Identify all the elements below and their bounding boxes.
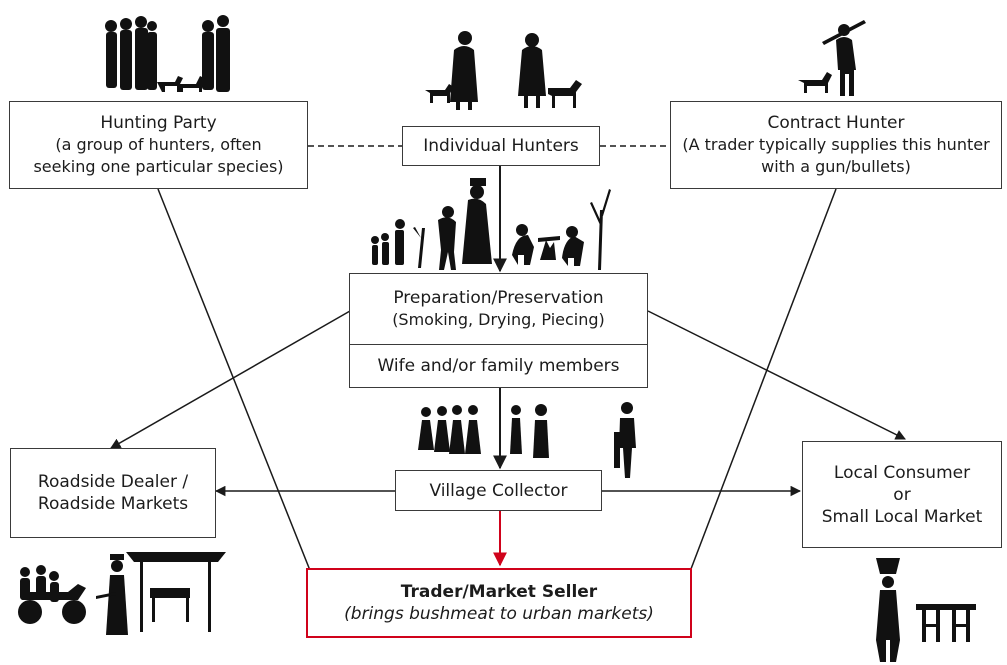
preparation-methods: (Smoking, Drying, Piecing) xyxy=(392,310,605,329)
woman-carrying-load-silhouette xyxy=(876,558,900,662)
hunting-party-desc-2: seeking one particular species) xyxy=(33,157,284,176)
preparation-title: Preparation/Preservation xyxy=(393,288,604,308)
contract-hunter-desc-1: (A trader typically supplies this hunter xyxy=(682,135,990,154)
village-collector-title: Village Collector xyxy=(429,480,568,501)
preparation-family: Wife and/or family members xyxy=(377,356,620,376)
hunting-party-desc-1: (a group of hunters, often xyxy=(55,135,262,154)
local-consumer-line-3: Small Local Market xyxy=(821,506,983,527)
hunters-with-dogs-silhouette xyxy=(105,15,230,92)
market-stall-silhouette xyxy=(96,552,226,635)
roadside-line-1: Roadside Dealer / xyxy=(37,472,189,492)
individual-hunters-box: Individual Hunters xyxy=(402,126,600,166)
trader-subtitle: (brings bushmeat to urban markets) xyxy=(344,604,654,624)
local-consumer-line-1: Local Consumer xyxy=(833,462,971,483)
women-and-children-silhouette xyxy=(418,402,636,478)
hunting-party-title: Hunting Party xyxy=(100,113,217,133)
arrow-hunting-party-to-trader xyxy=(157,188,325,604)
family-cooking-silhouette xyxy=(371,178,611,270)
trader-title: Trader/Market Seller xyxy=(400,582,598,602)
village-collector-box: Village Collector xyxy=(395,470,602,511)
individual-hunters-silhouette xyxy=(425,31,582,110)
arrow-preparation-to-roadside xyxy=(110,310,351,449)
roadside-line-2: Roadside Markets xyxy=(37,494,189,514)
arrow-contract-hunter-to-trader xyxy=(676,188,837,604)
local-consumer-line-2: or xyxy=(893,484,911,505)
contract-hunter-box: Contract Hunter (A trader typically supp… xyxy=(670,101,1002,189)
individual-hunters-title: Individual Hunters xyxy=(423,136,579,156)
arrow-preparation-to-local xyxy=(647,310,906,440)
contract-hunter-desc-2: with a gun/bullets) xyxy=(761,157,911,176)
motorbike-riders-silhouette xyxy=(18,565,86,624)
roadside-dealer-box: Roadside Dealer / Roadside Markets xyxy=(10,448,216,538)
preparation-box: Preparation/Preservation (Smoking, Dryin… xyxy=(349,273,648,388)
rifle-hunter-with-dog-silhouette xyxy=(798,20,866,96)
contract-hunter-title: Contract Hunter xyxy=(767,113,905,133)
trader-market-seller-box: Trader/Market Seller (brings bushmeat to… xyxy=(306,568,692,638)
table-silhouette xyxy=(916,604,976,642)
preparation-divider xyxy=(350,344,647,345)
local-consumer-box: Local Consumer or Small Local Market xyxy=(802,441,1002,548)
hunting-party-box: Hunting Party (a group of hunters, often… xyxy=(9,101,308,189)
